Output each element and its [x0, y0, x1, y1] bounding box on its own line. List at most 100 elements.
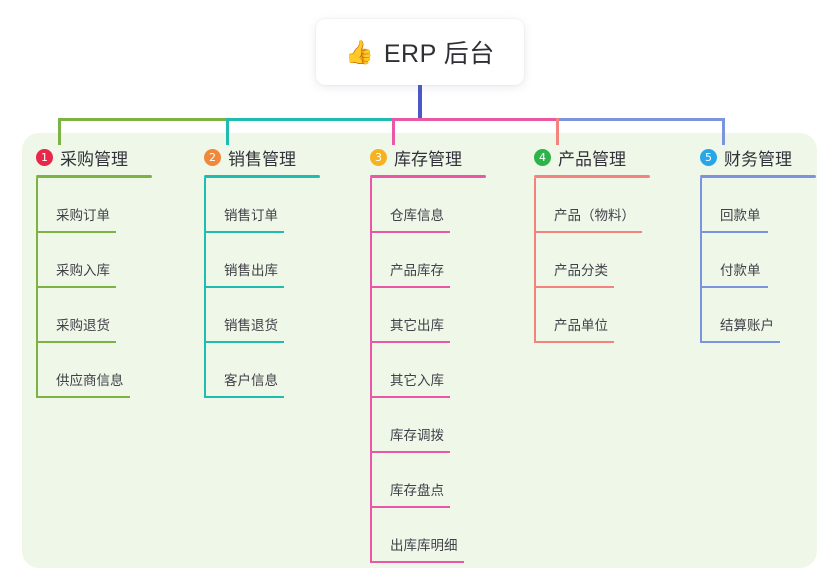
leaf-label: 产品分类 [554, 263, 608, 278]
branch-items-3: 仓库信息产品库存其它出库其它入库库存调拨库存盘点出库库明细 [370, 178, 486, 563]
leaf-rule [700, 341, 780, 343]
leaf-label: 销售出库 [224, 263, 278, 278]
leaf-node[interactable]: 供应商信息 [36, 343, 152, 398]
leaf-rule [36, 231, 116, 233]
branch-column-1: 1 采购管理采购订单采购入库采购退货供应商信息 [36, 145, 152, 398]
bar-segment-5 [556, 118, 725, 121]
branch-header-rule-1 [36, 175, 152, 178]
leaf-rule [370, 561, 464, 563]
leaf-rule [534, 231, 642, 233]
branch-title-4: 产品管理 [558, 149, 626, 169]
leaf-rule [36, 341, 116, 343]
leaf-label: 仓库信息 [390, 208, 444, 223]
leaf-label: 采购入库 [56, 263, 110, 278]
branch-badge-3: 3 [370, 148, 387, 166]
branch-header-2[interactable]: 2 销售管理 [204, 145, 320, 169]
leaf-label: 其它出库 [390, 318, 444, 333]
leaf-label: 回款单 [720, 208, 761, 223]
leaf-rule [370, 396, 450, 398]
root-node-card[interactable]: 👍 ERP 后台 [316, 19, 524, 85]
branch-items-1: 采购订单采购入库采购退货供应商信息 [36, 178, 152, 398]
leaf-label: 库存调拨 [390, 428, 444, 443]
leaf-node[interactable]: 采购入库 [36, 233, 152, 288]
branch-drop-1 [58, 118, 61, 145]
leaf-label: 采购订单 [56, 208, 110, 223]
leaf-node[interactable]: 结算账户 [700, 288, 816, 343]
leaf-label: 销售退货 [224, 318, 278, 333]
leaf-rule [370, 341, 450, 343]
branch-column-3: 3 库存管理仓库信息产品库存其它出库其它入库库存调拨库存盘点出库库明细 [370, 145, 486, 563]
leaf-node[interactable]: 销售退货 [204, 288, 320, 343]
branch-badge-4: 4 [534, 148, 551, 166]
branch-column-2: 2 销售管理销售订单销售出库销售退货客户信息 [204, 145, 320, 398]
leaf-rule [370, 231, 450, 233]
leaf-label: 库存盘点 [390, 483, 444, 498]
branch-drop-4 [556, 118, 559, 145]
bar-segment-2 [226, 118, 395, 121]
branch-items-5: 回款单付款单结算账户 [700, 178, 816, 343]
leaf-label: 结算账户 [720, 318, 774, 333]
root-stem-connector [418, 85, 422, 121]
leaf-label: 产品（物料） [554, 208, 635, 223]
branch-header-rule-2 [204, 175, 320, 178]
branch-rail-1 [36, 178, 38, 398]
thumbs-up-emoji: 👍 [345, 38, 374, 65]
branch-title-3: 库存管理 [394, 149, 462, 169]
branch-title-1: 采购管理 [60, 149, 128, 169]
branch-badge-2: 2 [204, 148, 221, 166]
leaf-rule [370, 286, 450, 288]
leaf-rule [204, 231, 284, 233]
leaf-node[interactable]: 采购退货 [36, 288, 152, 343]
branch-rail-2 [204, 178, 206, 398]
branch-header-1[interactable]: 1 采购管理 [36, 145, 152, 169]
leaf-node[interactable]: 库存盘点 [370, 453, 486, 508]
leaf-rule [36, 396, 130, 398]
branch-items-2: 销售订单销售出库销售退货客户信息 [204, 178, 320, 398]
leaf-node[interactable]: 销售订单 [204, 178, 320, 233]
leaf-node[interactable]: 采购订单 [36, 178, 152, 233]
leaf-node[interactable]: 库存调拨 [370, 398, 486, 453]
leaf-rule [534, 286, 614, 288]
branch-drop-5 [722, 118, 725, 145]
branch-badge-1: 1 [36, 148, 53, 166]
leaf-node[interactable]: 产品（物料） [534, 178, 650, 233]
leaf-rule [204, 341, 284, 343]
branch-items-4: 产品（物料） 产品分类产品单位 [534, 178, 650, 343]
leaf-node[interactable]: 客户信息 [204, 343, 320, 398]
branch-title-2: 销售管理 [228, 149, 296, 169]
bar-segment-3 [392, 118, 559, 121]
leaf-label: 其它入库 [390, 373, 444, 388]
leaf-rule [370, 451, 450, 453]
leaf-node[interactable]: 销售出库 [204, 233, 320, 288]
leaf-node[interactable]: 出库库明细 [370, 508, 486, 563]
branch-header-rule-5 [700, 175, 816, 178]
leaf-label: 客户信息 [224, 373, 278, 388]
branch-header-3[interactable]: 3 库存管理 [370, 145, 486, 169]
leaf-node[interactable]: 产品分类 [534, 233, 650, 288]
leaf-rule [534, 341, 614, 343]
leaf-node[interactable]: 仓库信息 [370, 178, 486, 233]
content-panel [22, 133, 817, 568]
leaf-node[interactable]: 付款单 [700, 233, 816, 288]
branch-drop-2 [226, 118, 229, 145]
leaf-node[interactable]: 其它入库 [370, 343, 486, 398]
leaf-rule [204, 396, 284, 398]
leaf-label: 销售订单 [224, 208, 278, 223]
leaf-label: 产品库存 [390, 263, 444, 278]
branch-header-rule-3 [370, 175, 486, 178]
root-title: ERP 后台 [383, 40, 495, 68]
branch-rail-3 [370, 178, 372, 563]
leaf-label: 付款单 [720, 263, 761, 278]
leaf-node[interactable]: 其它出库 [370, 288, 486, 343]
branch-header-4[interactable]: 4 产品管理 [534, 145, 650, 169]
leaf-rule [700, 231, 768, 233]
leaf-node[interactable]: 产品单位 [534, 288, 650, 343]
leaf-node[interactable]: 产品库存 [370, 233, 486, 288]
leaf-label: 产品单位 [554, 318, 608, 333]
branch-drop-3 [392, 118, 395, 145]
leaf-rule [36, 286, 116, 288]
leaf-node[interactable]: 回款单 [700, 178, 816, 233]
branch-rail-4 [534, 178, 536, 343]
